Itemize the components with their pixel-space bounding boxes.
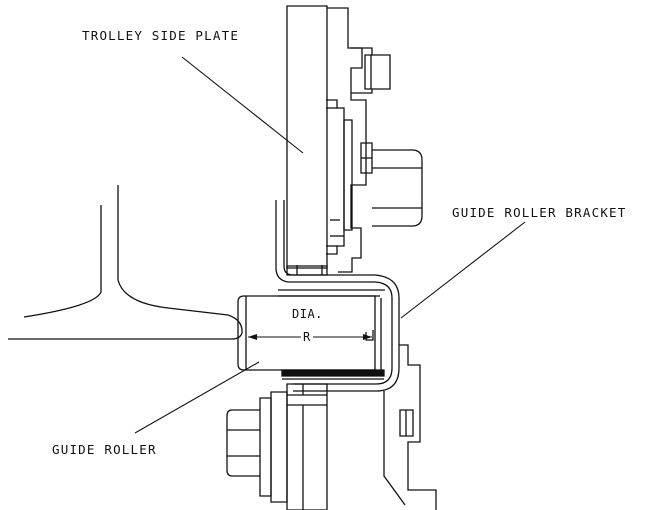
diameter-label: DIA. [291,307,324,321]
leader-lines [135,57,525,433]
guide-roller-bracket-label: GUIDE ROLLER BRACKET [452,205,627,220]
beam-flange [8,185,242,339]
guide-roller-label: GUIDE ROLLER [52,442,157,457]
upper-hardware [326,8,422,272]
trolley-side-plate [287,6,327,275]
lower-hardware [227,330,436,510]
radius-label: R [301,330,314,344]
leader-guide-roller-bracket [401,222,525,318]
trolley-side-plate-label: TROLLEY SIDE PLATE [82,28,240,43]
leader-trolley-side-plate [182,57,303,153]
leader-guide-roller [135,362,259,433]
